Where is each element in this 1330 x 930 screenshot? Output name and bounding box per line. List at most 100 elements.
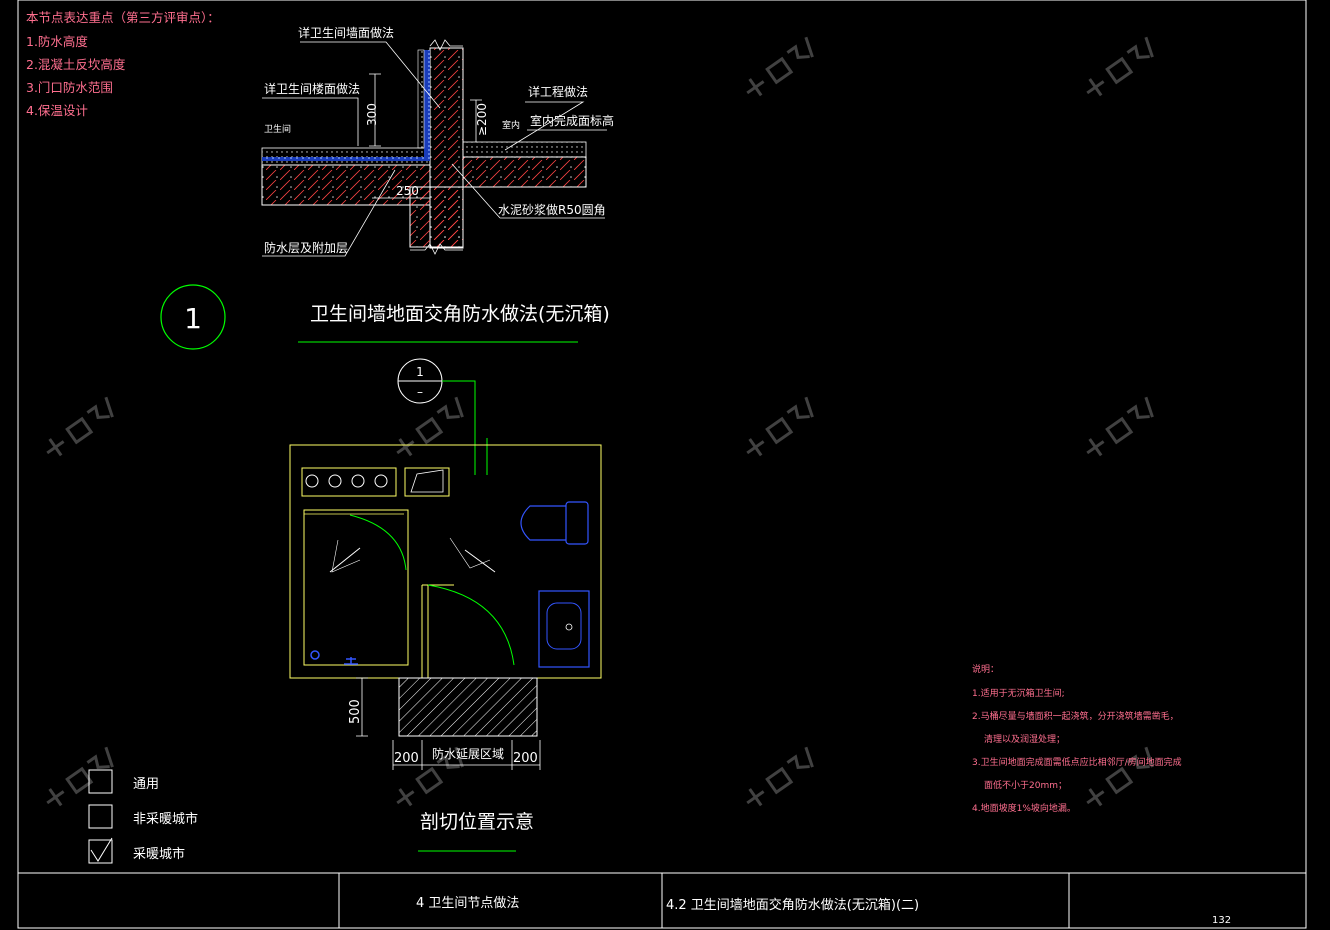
detail-number-circle: [160, 284, 226, 350]
label-wall-method: 详卫生间墙面做法: [298, 25, 394, 40]
zhizhu-logo-icon: [1086, 746, 1154, 807]
zhizhu-logo-icon: [396, 396, 464, 457]
waterproof-extension-zone: [398, 677, 538, 737]
section-marker-top: 1: [416, 365, 424, 379]
floor-slab-right: [462, 156, 587, 188]
note-line: 1.适用于无沉箱卫生间;: [972, 687, 1065, 699]
key-point-item: 2.混凝土反坎高度: [26, 57, 126, 72]
plan-outer-wall: [289, 444, 602, 679]
legend-checkbox-non-heating[interactable]: [88, 804, 113, 829]
indoor-floor-finish: [462, 141, 587, 158]
swing-arrow-icon: [331, 537, 491, 573]
notes: 说明： 1.适用于无沉箱卫生间; 2.马桶尽量与墙面积一起浇筑，分开浇筑墙需凿毛…: [972, 663, 1182, 814]
checkmark-icon: [90, 837, 113, 862]
waterproof-layer-wall: [424, 50, 430, 161]
key-point-item: 4.保温设计: [26, 103, 88, 118]
key-point-item: 3.门口防水范围: [26, 80, 113, 95]
section-title: 4.2 卫生间墙地面交角防水做法(无沉箱)(二): [666, 897, 919, 913]
shelf-item-icon: [374, 474, 388, 488]
break-line-bottom: [410, 243, 463, 255]
dim-500-text: 500: [348, 699, 363, 724]
shelf: [301, 467, 397, 497]
label-indoor-level: 室内完成面标高: [530, 113, 614, 128]
leader-waterproof: [262, 169, 396, 257]
legend-checkbox-general[interactable]: [88, 769, 113, 794]
notes-heading: 说明：: [972, 663, 999, 675]
door-swing-icon: [427, 584, 515, 666]
key-point-item: 1.防水高度: [26, 34, 88, 49]
washer-cabinet: [404, 467, 450, 497]
legend-checkbox-heating[interactable]: [88, 839, 113, 864]
shelf-item-icon: [305, 474, 319, 488]
note-line: 面低不小于20mm；: [984, 779, 1067, 791]
leader-floor: [262, 97, 359, 146]
detail-number: 1: [184, 302, 202, 335]
zhizhu-logo-icon: [46, 396, 114, 457]
legend-label-non-heating: 非采暖城市: [133, 811, 198, 827]
wall-finish-layer: [417, 49, 425, 149]
detail-title-text: 卫生间墙地面交角防水做法(无沉箱): [310, 303, 610, 325]
break-line-top: [429, 39, 463, 51]
dim-200-line: [470, 99, 482, 142]
legend-label-general: 通用: [133, 777, 159, 792]
section-detail: 详卫生间墙面做法 详卫生间楼面做法 卫生间 详工程做法 室内 室内完成面标高 3…: [261, 25, 614, 257]
leader-project: [504, 101, 585, 151]
legend: 通用 非采暖城市 采暖城市: [88, 769, 198, 864]
shower-head-icon: [344, 657, 358, 665]
watermark-layer: [46, 36, 1154, 807]
shower-area: [303, 509, 409, 666]
page-number: 132: [1212, 915, 1231, 926]
basin-icon: [546, 602, 582, 650]
detail-title: 1 卫生间墙地面交角防水做法(无沉箱): [160, 284, 610, 350]
zhizhu-logo-icon: [396, 746, 464, 807]
waterproof-zone-label: 防水延展区域: [432, 746, 504, 761]
label-waterproof: 防水层及附加层: [264, 240, 348, 255]
zhizhu-logo-icon: [46, 746, 114, 807]
floor-drain-icon: [310, 650, 320, 660]
leader-mortar: [451, 163, 605, 219]
note-line: 清理以及润湿处理；: [984, 733, 1065, 745]
vanity-icon: [538, 590, 590, 668]
zhizhu-logo-icon: [746, 746, 814, 807]
label-room-indoor: 室内: [502, 119, 520, 131]
door-swing-icon: [349, 514, 407, 571]
shelf-item-icon: [328, 474, 342, 488]
dim-500-line: [356, 677, 368, 737]
dim-200-left-text: 200: [394, 751, 419, 766]
plan-title: 剖切位置示意: [420, 811, 534, 833]
section-cut-line: [442, 380, 476, 475]
key-points: 本节点表达重点（第三方评审点）： 1.防水高度 2.混凝土反坎高度 3.门口防水…: [26, 10, 220, 118]
toilet-bowl-icon: [520, 505, 566, 541]
note-line: 2.马桶尽量与墙面积一起浇筑，分开浇筑墙需凿毛，: [972, 710, 1179, 722]
toilet-tank-icon: [565, 501, 589, 545]
shelf-item-icon: [351, 474, 365, 488]
dim-300-text: 300: [365, 103, 379, 126]
dim-250-text: 250: [396, 184, 419, 198]
zhizhu-logo-icon: [1086, 36, 1154, 97]
zhizhu-logo-icon: [746, 36, 814, 97]
swing-arrow-icon: [329, 547, 496, 573]
label-project-method: 详工程做法: [528, 84, 588, 99]
legend-label-heating: 采暖城市: [133, 846, 185, 862]
dim-bottom-ticks: [392, 740, 541, 770]
waterproof-layer-floor: [262, 157, 430, 161]
label-mortar: 水泥砂浆做R50圆角: [498, 202, 606, 217]
section-marker: 1 –: [397, 358, 488, 475]
zhizhu-logo-icon: [1086, 396, 1154, 457]
dim-200-text: ≥200: [475, 103, 489, 136]
note-line: 3.卫生间地面完成面需低点应比相邻厅/房间地面完成: [972, 756, 1182, 768]
zhizhu-logo-icon: [746, 396, 814, 457]
bathroom-plan: [289, 444, 602, 770]
washer-icon: [410, 469, 444, 493]
dim-200-right-text: 200: [513, 751, 538, 766]
curb-section: [409, 186, 464, 248]
faucet-icon: [565, 623, 573, 631]
screed-layer: [261, 147, 431, 166]
key-points-heading: 本节点表达重点（第三方评审点）：: [26, 10, 220, 25]
label-room-bathroom: 卫生间: [264, 123, 291, 135]
note-line: 4.地面坡度1%坡向地漏。: [972, 802, 1076, 814]
door-jamb: [421, 585, 429, 678]
title-block: 4 卫生间节点做法 4.2 卫生间墙地面交角防水做法(无沉箱)(二) 132: [17, 872, 1307, 929]
leader-wall: [300, 41, 441, 109]
